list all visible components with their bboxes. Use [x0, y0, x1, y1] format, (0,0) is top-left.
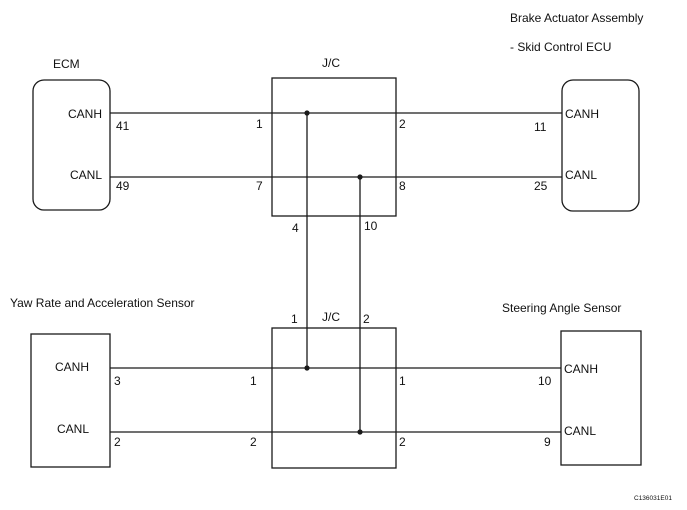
yaw-sensor-title: Yaw Rate and Acceleration Sensor [10, 296, 195, 310]
ecm-box [32, 79, 111, 211]
ecm-canh-pin: 41 [116, 119, 130, 133]
brake-actuator-title: Brake Actuator Assembly [510, 11, 643, 25]
steering-canh-label: CANH [564, 362, 598, 376]
jc-top-box [271, 77, 397, 217]
jc-top-title: J/C [322, 56, 340, 70]
jc-bottom-title: J/C [322, 310, 340, 324]
jc-top-pin-7: 7 [256, 179, 263, 193]
jc-top-pin-8: 8 [399, 179, 406, 193]
jc-bottom-right-pin-canh: 1 [399, 374, 406, 388]
jc-top-pin-1: 1 [256, 117, 263, 131]
ecm-title: ECM [53, 57, 80, 71]
brake-actuator-box [561, 79, 640, 212]
ecm-canl-pin: 49 [116, 179, 130, 193]
jc-top-pin-2: 2 [399, 117, 406, 131]
steering-canl-label: CANL [564, 424, 596, 438]
skid-control-ecu-title: - Skid Control ECU [510, 40, 611, 54]
jc-bottom-top-pin-left: 1 [291, 312, 298, 326]
steering-sensor-box [560, 330, 642, 466]
yaw-canl-label: CANL [57, 422, 89, 436]
ecm-canh-label: CANH [68, 107, 102, 121]
yaw-sensor-box [30, 333, 111, 468]
jc-top-pin-10: 10 [364, 219, 378, 233]
splice-dot-canl-top [357, 174, 363, 180]
steering-sensor-title: Steering Angle Sensor [502, 301, 621, 315]
jc-bottom-left-pin-canh: 1 [250, 374, 257, 388]
jc-bottom-top-pin-right: 2 [363, 312, 370, 326]
jc-bottom-box [271, 327, 397, 469]
brake-canh-pin: 11 [534, 120, 547, 134]
splice-dot-canh-bottom [304, 365, 310, 371]
yaw-canh-label: CANH [55, 360, 89, 374]
jc-top-pin-4: 4 [292, 221, 299, 235]
splice-dot-canl-bottom [357, 429, 363, 435]
steering-canh-pin: 10 [538, 374, 552, 388]
figure-code: C136031E01 [634, 495, 672, 502]
splice-dot-canh-top [304, 110, 310, 116]
ecm-canl-label: CANL [70, 168, 102, 182]
jc-bottom-left-pin-canl: 2 [250, 435, 257, 449]
jc-bottom-right-pin-canl: 2 [399, 435, 406, 449]
brake-canl-pin: 25 [534, 179, 548, 193]
yaw-canh-pin: 3 [114, 374, 121, 388]
brake-canl-label: CANL [565, 168, 597, 182]
steering-canl-pin: 9 [544, 435, 551, 449]
brake-canh-label: CANH [565, 107, 599, 121]
yaw-canl-pin: 2 [114, 435, 121, 449]
